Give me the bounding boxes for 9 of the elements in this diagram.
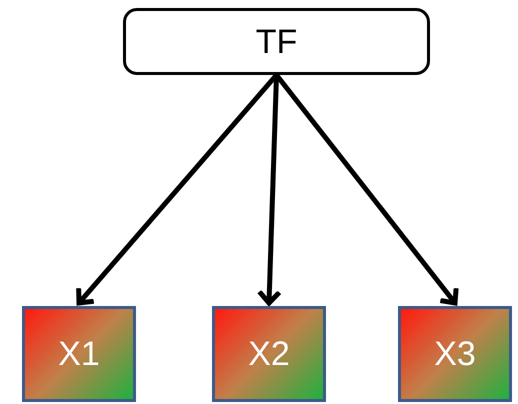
gradient-square [398,306,512,402]
arrow [274,73,459,306]
node-label: X3 [434,337,476,371]
gradient-square [22,306,136,402]
gradient-square [212,306,326,402]
node-label: X1 [58,337,100,371]
node-label: X2 [248,337,290,371]
rounded-box [123,8,430,75]
node-label: TF [256,24,298,58]
